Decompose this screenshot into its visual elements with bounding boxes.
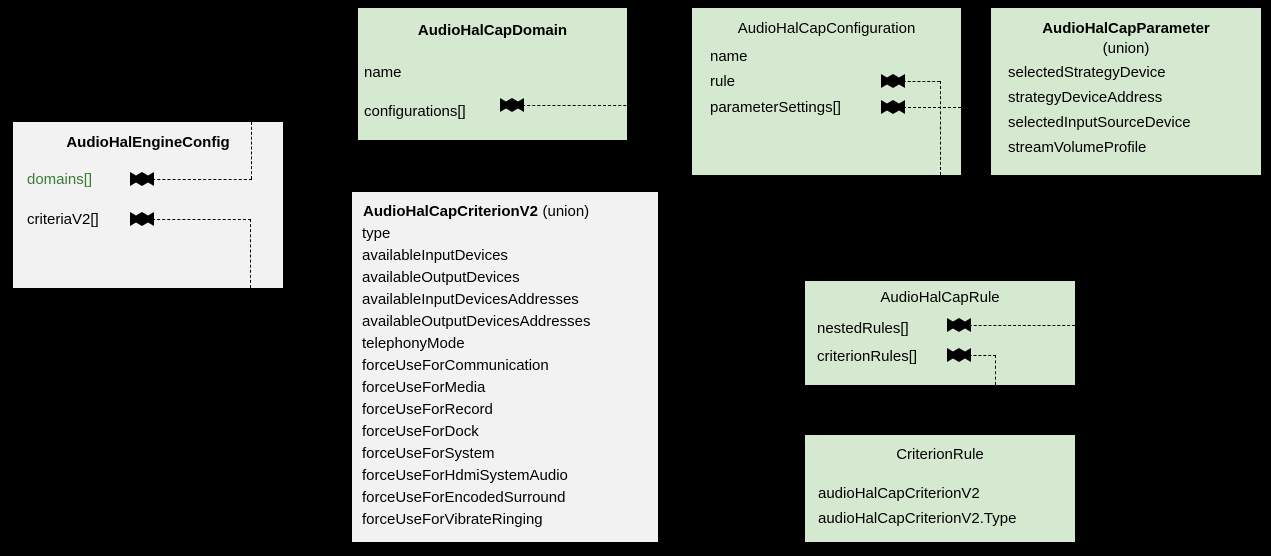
field-telephony-mode: telephonyMode — [362, 335, 465, 352]
field-type: type — [362, 225, 391, 242]
field-available-output-devices-addresses: availableOutputDevicesAddresses — [362, 313, 591, 330]
class-box-audio-hal-cap-rule[interactable]: AudioHalCapRule nestedRules[] criterionR… — [805, 281, 1075, 385]
connector-configurations-horizontal — [512, 105, 692, 106]
connector-criterion-rules-vertical — [995, 355, 996, 385]
field-name: name — [710, 48, 748, 65]
class-title-criterion-rule: CriterionRule — [896, 446, 984, 463]
field-force-use-for-dock: forceUseForDock — [362, 423, 479, 440]
field-available-input-devices: availableInputDevices — [362, 247, 508, 264]
connector-criterion-rules-horizontal — [959, 355, 996, 356]
field-stream-volume-profile: streamVolumeProfile — [1008, 139, 1147, 156]
field-audio-hal-cap-criterion-v2-type: audioHalCapCriterionV2.Type — [818, 510, 1017, 527]
field-parameter-settings: parameterSettings[] — [710, 99, 841, 116]
class-box-criterion-rule[interactable]: CriterionRule audioHalCapCriterionV2 aud… — [805, 435, 1075, 542]
class-box-audio-hal-cap-domain[interactable]: AudioHalCapDomain name configurations[] — [358, 8, 627, 140]
field-force-use-for-encoded-surround: forceUseForEncodedSurround — [362, 489, 566, 506]
class-title-audio-hal-engine-config: AudioHalEngineConfig — [66, 134, 230, 151]
class-box-audio-hal-cap-criterion-v2[interactable]: AudioHalCapCriterionV2 (union) type avai… — [352, 192, 658, 542]
field-domains: domains[] — [27, 171, 93, 188]
field-rule: rule — [710, 73, 736, 90]
connector-domains-vertical — [251, 122, 252, 179]
class-subtitle-union: (union) — [542, 203, 590, 220]
field-available-output-devices: availableOutputDevices — [362, 269, 520, 286]
class-box-audio-hal-cap-configuration[interactable]: AudioHalCapConfiguration name rule param… — [692, 8, 961, 175]
connector-parameter-settings-horizontal — [893, 107, 991, 108]
field-selected-strategy-device: selectedStrategyDevice — [1008, 64, 1166, 81]
field-force-use-for-communication: forceUseForCommunication — [362, 357, 549, 374]
connector-domains-horizontal — [142, 179, 252, 180]
field-configurations: configurations[] — [364, 103, 466, 120]
class-title-audio-hal-cap-parameter: AudioHalCapParameter — [1042, 20, 1210, 37]
field-force-use-for-media: forceUseForMedia — [362, 379, 486, 396]
class-title-audio-hal-cap-configuration: AudioHalCapConfiguration — [737, 20, 916, 37]
field-strategy-device-address: strategyDeviceAddress — [1008, 89, 1163, 106]
connector-criteria-v2-horizontal — [142, 219, 251, 220]
field-force-use-for-vibrate-ringing: forceUseForVibrateRinging — [362, 511, 543, 528]
class-title-audio-hal-cap-criterion-v2: AudioHalCapCriterionV2 — [363, 203, 539, 220]
class-title-audio-hal-cap-domain: AudioHalCapDomain — [417, 22, 568, 39]
class-subtitle-union: (union) — [1102, 40, 1150, 57]
connector-nested-rules-horizontal — [959, 325, 1075, 326]
class-title-audio-hal-cap-rule: AudioHalCapRule — [880, 289, 1000, 306]
field-available-input-devices-addresses: availableInputDevicesAddresses — [362, 291, 579, 308]
field-force-use-for-system: forceUseForSystem — [362, 445, 495, 462]
connector-criteria-v2-vertical — [250, 219, 251, 288]
class-box-audio-hal-engine-config[interactable]: AudioHalEngineConfig domains[] criteriaV… — [13, 122, 283, 288]
class-title-row-audio-hal-cap-criterion-v2: AudioHalCapCriterionV2 (union) — [363, 203, 589, 221]
field-force-use-for-hdmi-system-audio: forceUseForHdmiSystemAudio — [362, 467, 568, 484]
field-criteria-v2: criteriaV2[] — [27, 211, 99, 228]
field-name: name — [364, 64, 402, 81]
field-audio-hal-cap-criterion-v2: audioHalCapCriterionV2 — [818, 485, 980, 502]
field-force-use-for-record: forceUseForRecord — [362, 401, 493, 418]
connector-rule-vertical — [940, 81, 941, 175]
connector-rule-horizontal — [893, 81, 940, 82]
field-nested-rules: nestedRules[] — [817, 320, 909, 337]
class-box-audio-hal-cap-parameter[interactable]: AudioHalCapParameter (union) selectedStr… — [991, 8, 1261, 175]
field-criterion-rules: criterionRules[] — [817, 348, 918, 365]
field-selected-input-source-device: selectedInputSourceDevice — [1008, 114, 1191, 131]
